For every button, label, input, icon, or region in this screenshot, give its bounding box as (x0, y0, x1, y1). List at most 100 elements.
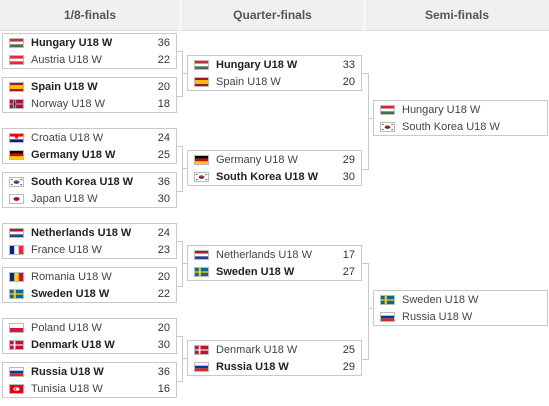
match-semi-final[interactable]: Sweden U18 W Russia U18 W (373, 290, 548, 326)
france-flag-icon (9, 245, 24, 255)
team-row[interactable]: Hungary U18 W 33 (188, 57, 361, 74)
spain-flag-icon (9, 82, 24, 92)
team-score: 36 (157, 37, 170, 49)
team-name: Germany U18 W (216, 154, 298, 166)
netherlands-flag-icon (194, 250, 209, 260)
team-row[interactable]: South Korea U18 W 36 (3, 174, 176, 191)
team-name: Spain U18 W (216, 76, 281, 88)
hungary-flag-icon (194, 60, 209, 70)
hungary-flag-icon (9, 38, 24, 48)
team-name: Netherlands U18 W (216, 249, 312, 261)
team-row[interactable]: Spain U18 W 20 (3, 79, 176, 96)
team-row[interactable]: Poland U18 W 20 (3, 320, 176, 337)
russia-flag-icon (380, 312, 395, 322)
team-score: 20 (157, 322, 170, 334)
croatia-flag-icon (9, 133, 24, 143)
team-score: 24 (157, 227, 170, 239)
team-score: 36 (157, 176, 170, 188)
team-row[interactable]: South Korea U18 W (374, 119, 547, 136)
team-score: 20 (157, 271, 170, 283)
bracket-connector (362, 263, 369, 360)
round-header-quarter-finals: Quarter-finals (181, 0, 364, 31)
team-score: 22 (157, 288, 170, 300)
team-name: Russia U18 W (31, 366, 104, 378)
team-score: 20 (342, 76, 355, 88)
team-score: 30 (157, 193, 170, 205)
team-name: Sweden U18 W (402, 294, 479, 306)
team-score: 30 (342, 171, 355, 183)
team-name: Germany U18 W (31, 149, 116, 161)
team-row[interactable]: Sweden U18 W (374, 292, 547, 309)
bracket-connector (182, 168, 187, 169)
netherlands-flag-icon (9, 228, 24, 238)
austria-flag-icon (9, 55, 24, 65)
team-score: 20 (157, 81, 170, 93)
team-row[interactable]: Romania U18 W 20 (3, 269, 176, 286)
germany-flag-icon (194, 155, 209, 165)
team-row[interactable]: Japan U18 W 30 (3, 191, 176, 208)
team-name: Spain U18 W (31, 81, 98, 93)
team-name: South Korea U18 W (31, 176, 134, 188)
team-row[interactable]: Sweden U18 W 22 (3, 286, 176, 303)
denmark-flag-icon (9, 340, 24, 350)
match-semi-final[interactable]: Hungary U18 W South Korea U18 W (373, 100, 548, 136)
team-name: Russia U18 W (216, 361, 289, 373)
norway-flag-icon (9, 99, 24, 109)
germany-flag-icon (9, 150, 24, 160)
team-name: Tunisia U18 W (31, 383, 103, 395)
team-name: Hungary U18 W (216, 59, 298, 71)
team-score: 30 (157, 339, 170, 351)
tunisia-flag-icon (9, 384, 24, 394)
team-name: South Korea U18 W (402, 121, 500, 133)
team-row[interactable]: Tunisia U18 W 16 (3, 381, 176, 398)
team-row[interactable]: Spain U18 W 20 (188, 74, 361, 91)
team-row[interactable]: Denmark U18 W 30 (3, 337, 176, 354)
bracket-connector (177, 336, 183, 382)
team-name: Japan U18 W (31, 193, 98, 205)
team-name: Sweden U18 W (216, 266, 295, 278)
round-header-round-of-16: 1/8-finals (0, 0, 180, 31)
team-name: Denmark U18 W (216, 344, 298, 356)
denmark-flag-icon (194, 345, 209, 355)
team-row[interactable]: Russia U18 W (374, 309, 547, 326)
sweden-flag-icon (9, 289, 24, 299)
team-name: Poland U18 W (31, 322, 102, 334)
team-name: Austria U18 W (31, 54, 102, 66)
team-name: Sweden U18 W (31, 288, 110, 300)
team-row[interactable]: Hungary U18 W (374, 102, 547, 119)
team-name: Romania U18 W (31, 271, 112, 283)
sweden-flag-icon (380, 295, 395, 305)
south-korea-flag-icon (380, 122, 395, 132)
team-name: Denmark U18 W (31, 339, 115, 351)
bracket-connector (177, 51, 183, 97)
team-score: 33 (342, 59, 355, 71)
team-score: 16 (157, 383, 170, 395)
south-korea-flag-icon (194, 172, 209, 182)
